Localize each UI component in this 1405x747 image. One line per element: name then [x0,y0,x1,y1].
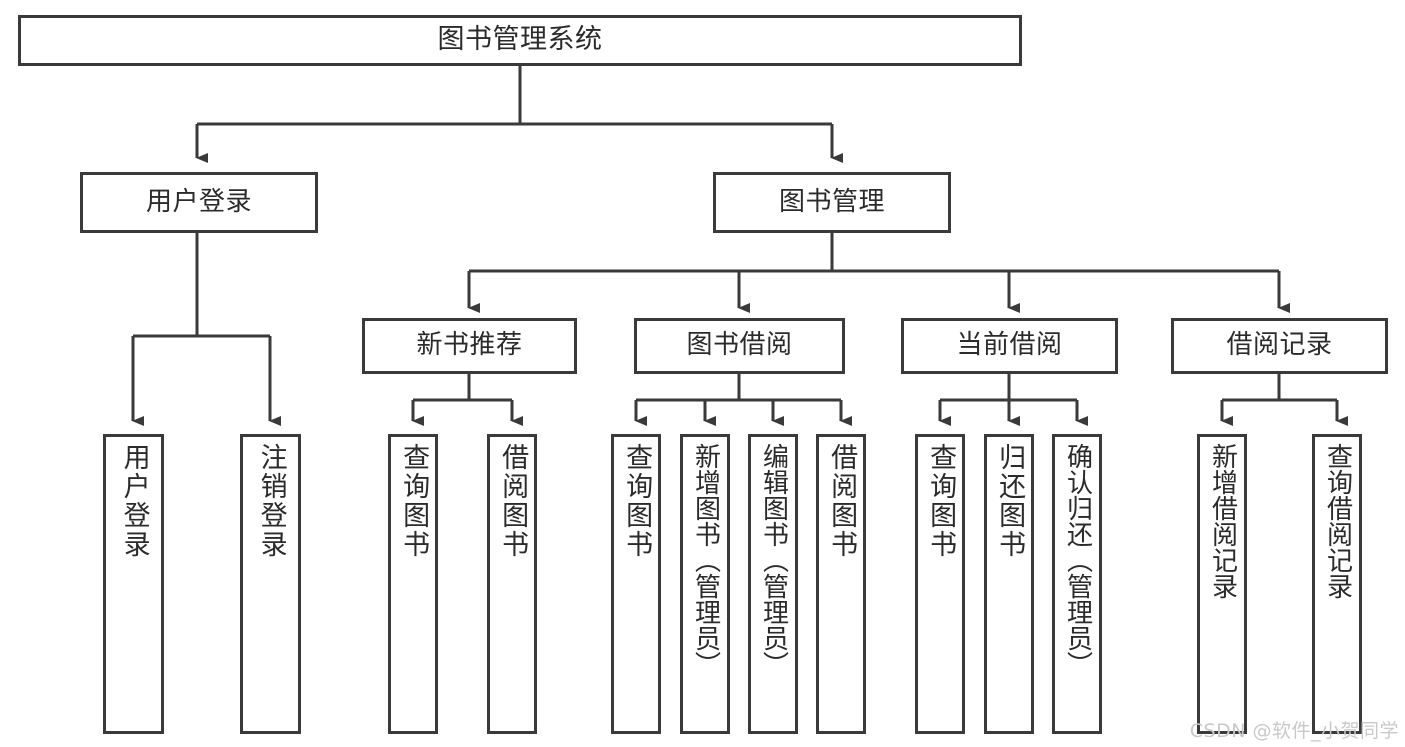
node-user-login[interactable]: 用户登录 [80,172,318,233]
node-leaf-return-book-label: 归还图书 [994,443,1026,559]
node-leaf-add-record[interactable]: 新增借阅记录 [1197,434,1247,734]
node-leaf-logout-login[interactable]: 注销登录 [240,434,301,734]
node-borrow-record[interactable]: 借阅记录 [1171,318,1388,374]
node-leaf-borrow-book-2-label: 借阅图书 [826,443,858,559]
node-leaf-return-book[interactable]: 归还图书 [984,434,1034,734]
node-leaf-query-book-1-label: 查询图书 [398,443,430,559]
node-book-borrow[interactable]: 图书借阅 [634,318,845,374]
node-root[interactable]: 图书管理系统 [18,15,1022,66]
node-leaf-add-record-label: 新增借阅记录 [1207,443,1238,599]
node-leaf-query-book-1[interactable]: 查询图书 [388,434,438,734]
node-leaf-borrow-book-1[interactable]: 借阅图书 [487,434,537,734]
node-leaf-query-book-3[interactable]: 查询图书 [915,434,965,734]
node-leaf-query-book-2-label: 查询图书 [621,443,653,559]
node-leaf-borrow-book-2[interactable]: 借阅图书 [816,434,866,734]
node-current-borrow[interactable]: 当前借阅 [901,318,1118,374]
node-leaf-confirm-return[interactable]: 确认归还（管理员） [1052,434,1102,734]
node-leaf-add-book[interactable]: 新增图书（管理员） [680,434,730,734]
node-leaf-query-book-3-label: 查询图书 [925,443,957,559]
node-book-borrow-label: 图书借阅 [686,330,793,361]
node-leaf-user-login[interactable]: 用户登录 [103,434,164,734]
node-book-manage-label: 图书管理 [778,186,885,217]
node-leaf-query-record[interactable]: 查询借阅记录 [1312,434,1362,734]
watermark-text: CSDN @软件_小贺同学 [1189,720,1399,742]
node-leaf-confirm-return-label: 确认归还（管理员） [1062,443,1093,677]
node-new-book-rec[interactable]: 新书推荐 [362,318,577,374]
node-user-login-label: 用户登录 [145,186,252,217]
node-leaf-user-login-label: 用户登录 [118,443,150,559]
node-borrow-record-label: 借阅记录 [1226,330,1333,361]
node-leaf-query-book-2[interactable]: 查询图书 [611,434,661,734]
node-leaf-logout-login-label: 注销登录 [255,443,287,559]
node-book-manage[interactable]: 图书管理 [713,172,951,233]
node-leaf-borrow-book-1-label: 借阅图书 [497,443,529,559]
node-leaf-query-record-label: 查询借阅记录 [1322,443,1353,599]
node-new-book-rec-label: 新书推荐 [416,330,523,361]
node-leaf-edit-book-label: 编辑图书（管理员） [758,443,789,677]
node-leaf-add-book-label: 新增图书（管理员） [690,443,721,677]
node-leaf-edit-book[interactable]: 编辑图书（管理员） [748,434,798,734]
node-root-label: 图书管理系统 [437,24,603,56]
node-current-borrow-label: 当前借阅 [956,330,1063,361]
